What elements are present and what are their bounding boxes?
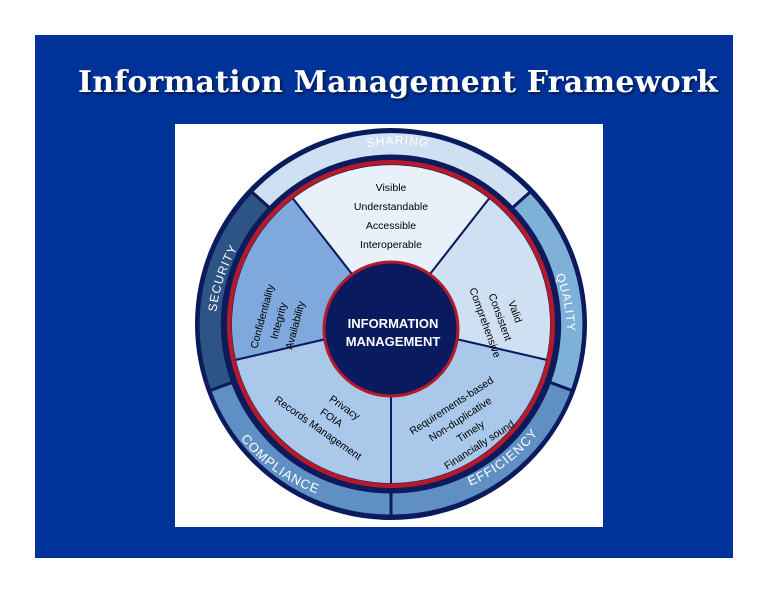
framework-wheel: INFORMATION MANAGEMENT SHARING QUALITY E… xyxy=(195,128,587,520)
center-label-line1: INFORMATION xyxy=(348,316,439,331)
sharing-item: Understandable xyxy=(354,201,428,213)
sharing-item: Visible xyxy=(376,182,407,194)
ring-label-sharing: SHARING xyxy=(366,133,431,150)
center-circle xyxy=(322,260,460,398)
center-label-line2: MANAGEMENT xyxy=(346,334,441,349)
sharing-item: Accessible xyxy=(366,220,416,232)
ring-band-security xyxy=(196,189,272,393)
sharing-item: Interoperable xyxy=(360,239,422,251)
inner-red-ring xyxy=(228,161,554,487)
slide-title: Information Management Framework xyxy=(78,65,718,100)
diagram-panel: INFORMATION MANAGEMENT SHARING QUALITY E… xyxy=(175,124,603,527)
slide-background: Information Management Framework xyxy=(35,35,733,558)
